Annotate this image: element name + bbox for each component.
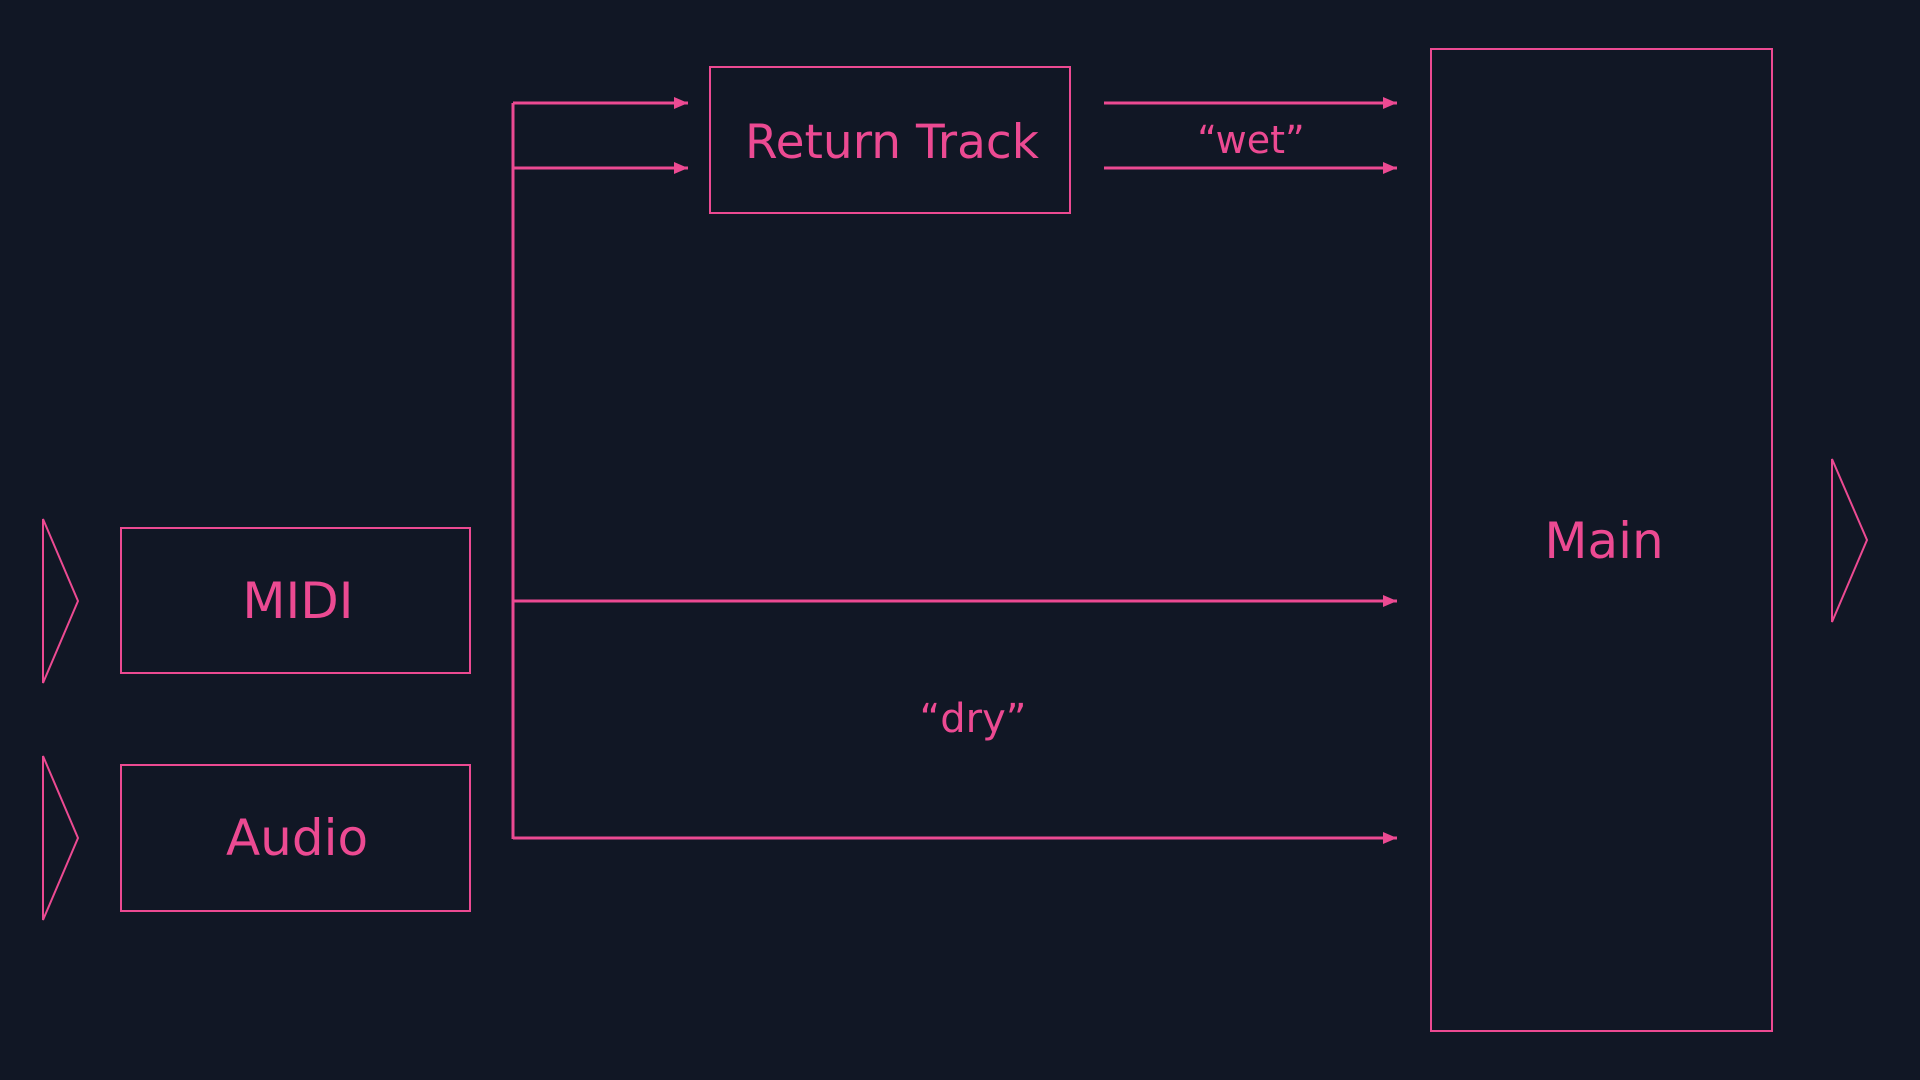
return-track-label: Return Track [745, 115, 1040, 170]
main-label: Main [1544, 512, 1663, 570]
audio-label: Audio [226, 809, 368, 867]
main-box [1430, 48, 1773, 1032]
main-output-triangle-icon [1831, 458, 1869, 623]
dry-label: “dry” [920, 696, 1027, 742]
return-track-box [709, 66, 1071, 214]
audio-input-triangle-icon [42, 755, 80, 921]
midi-input-triangle-icon [42, 518, 80, 684]
midi-label: MIDI [242, 572, 353, 630]
audio-box [120, 764, 471, 912]
wet-label: “wet” [1197, 118, 1304, 162]
midi-box [120, 527, 471, 674]
